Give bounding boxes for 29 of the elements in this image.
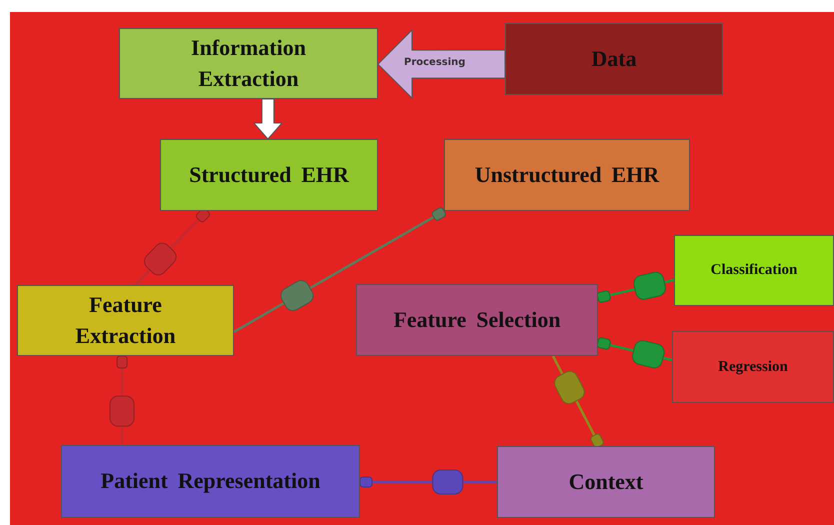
process-box bbox=[17, 285, 234, 356]
process-box bbox=[505, 23, 723, 95]
process-box bbox=[356, 284, 598, 356]
box-label: Feature Extraction bbox=[74, 290, 177, 350]
block-arrow bbox=[378, 30, 506, 99]
box-label: Structured EHR bbox=[189, 160, 349, 189]
box-label: Context bbox=[568, 468, 644, 496]
process-box bbox=[444, 139, 690, 211]
process-box bbox=[119, 28, 378, 99]
plug-connector bbox=[233, 207, 446, 333]
box-label: Information Extraction bbox=[190, 34, 307, 92]
box-label: Classification bbox=[710, 261, 798, 280]
plug-connector bbox=[134, 210, 210, 286]
box-label: Data bbox=[591, 44, 637, 73]
edge-label: Processing bbox=[404, 57, 466, 68]
plug-connector bbox=[552, 355, 604, 447]
plug-connector bbox=[360, 470, 497, 494]
process-box bbox=[61, 445, 360, 518]
box-label: Patient Representation bbox=[100, 467, 320, 496]
block-arrow bbox=[253, 98, 282, 140]
process-box bbox=[674, 235, 834, 306]
box-label: Unstructured EHR bbox=[474, 160, 660, 189]
process-box bbox=[160, 139, 378, 211]
process-box bbox=[672, 331, 834, 403]
process-box bbox=[497, 446, 715, 518]
plug-connector bbox=[598, 337, 672, 368]
box-label: Regression bbox=[718, 358, 788, 376]
plug-connector bbox=[598, 272, 674, 303]
box-label: Feature Selection bbox=[393, 306, 561, 334]
